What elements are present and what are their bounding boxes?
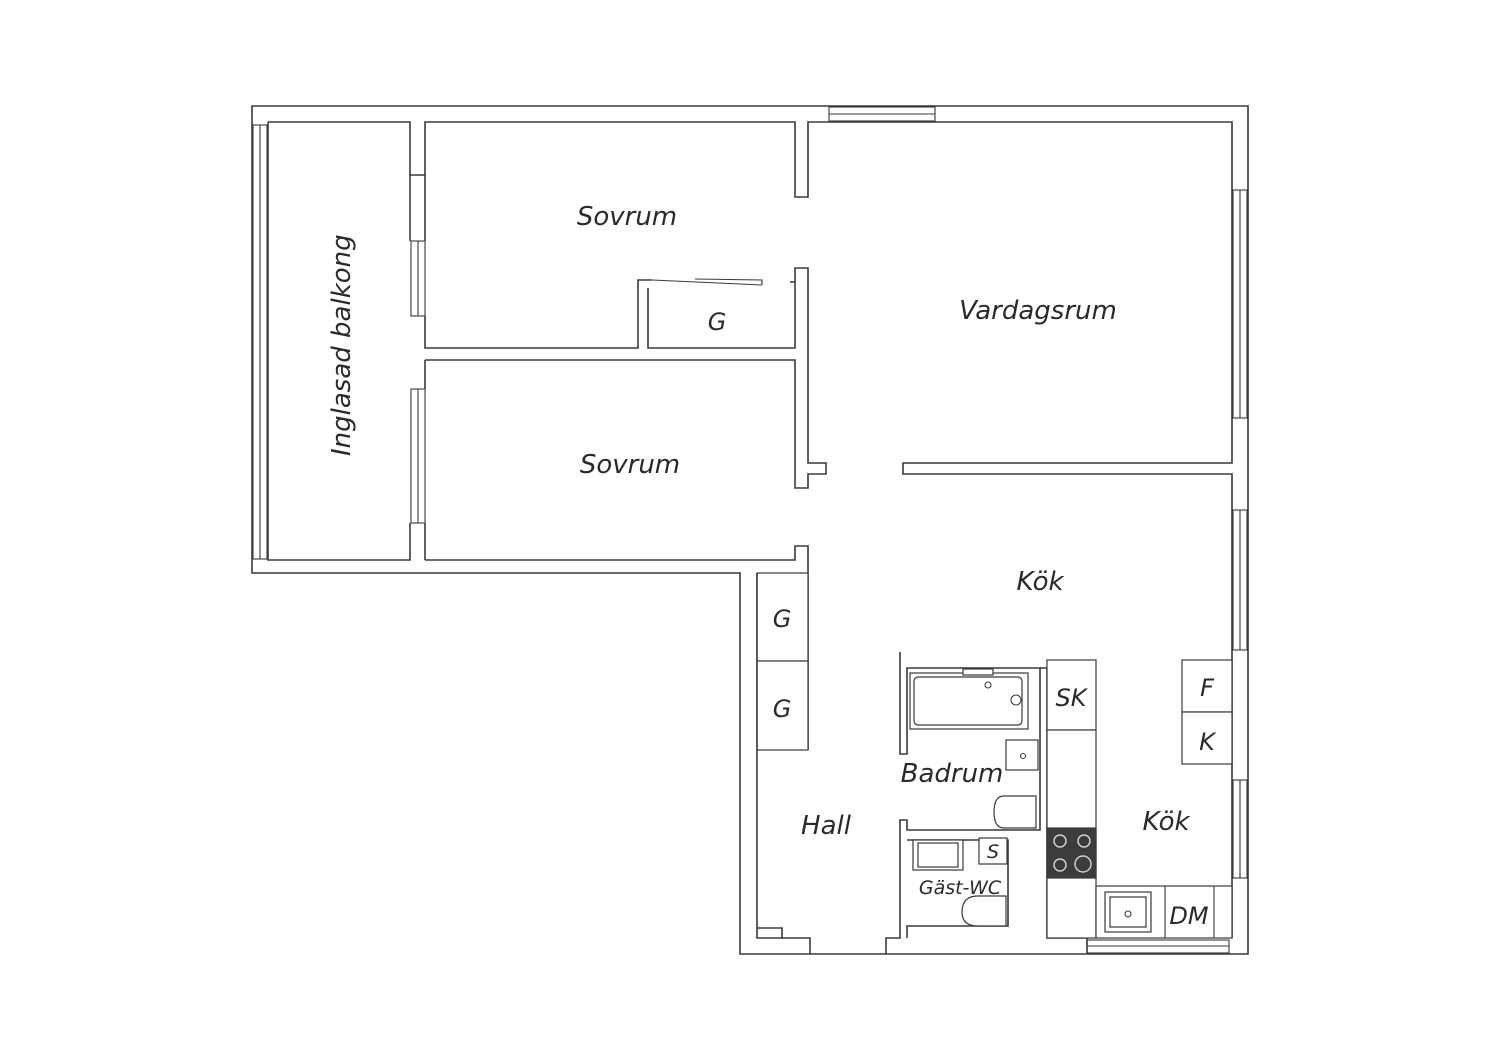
hall-closets bbox=[756, 572, 811, 954]
room-label-kitchen-lower: Kök bbox=[1142, 807, 1190, 837]
room-label-kitchen-upper: Kök bbox=[1016, 567, 1064, 597]
room-label-closet-hall-2: G bbox=[773, 695, 792, 723]
room-label-balcony: Inglasad balkong bbox=[327, 234, 357, 456]
outer-walls bbox=[251, 105, 1249, 955]
fixture-label-wc-cabinet: S bbox=[987, 841, 999, 863]
room-label-bedroom-bottom: Sovrum bbox=[580, 450, 680, 480]
windows bbox=[252, 106, 1248, 954]
room-label-closet-bedroom: G bbox=[708, 308, 727, 336]
stove-icon bbox=[1046, 827, 1097, 879]
room-label-closet-hall-1: G bbox=[773, 605, 792, 633]
fixture-label-freezer: K bbox=[1199, 728, 1217, 756]
room-label-bedroom-top: Sovrum bbox=[577, 202, 677, 232]
fixture-label-fridge: F bbox=[1200, 674, 1215, 702]
balcony-walls bbox=[267, 122, 426, 561]
room-label-living-room: Vardagsrum bbox=[959, 296, 1117, 326]
room-label-hall: Hall bbox=[801, 811, 852, 841]
bathroom-walls bbox=[885, 652, 1088, 954]
fixture-label-dishwasher: DM bbox=[1169, 902, 1208, 930]
fixture-label-linen-cabinet: SK bbox=[1056, 684, 1089, 712]
room-label-guest-wc: Gäst-WC bbox=[919, 877, 1002, 899]
room-label-bathroom: Badrum bbox=[901, 759, 1004, 789]
